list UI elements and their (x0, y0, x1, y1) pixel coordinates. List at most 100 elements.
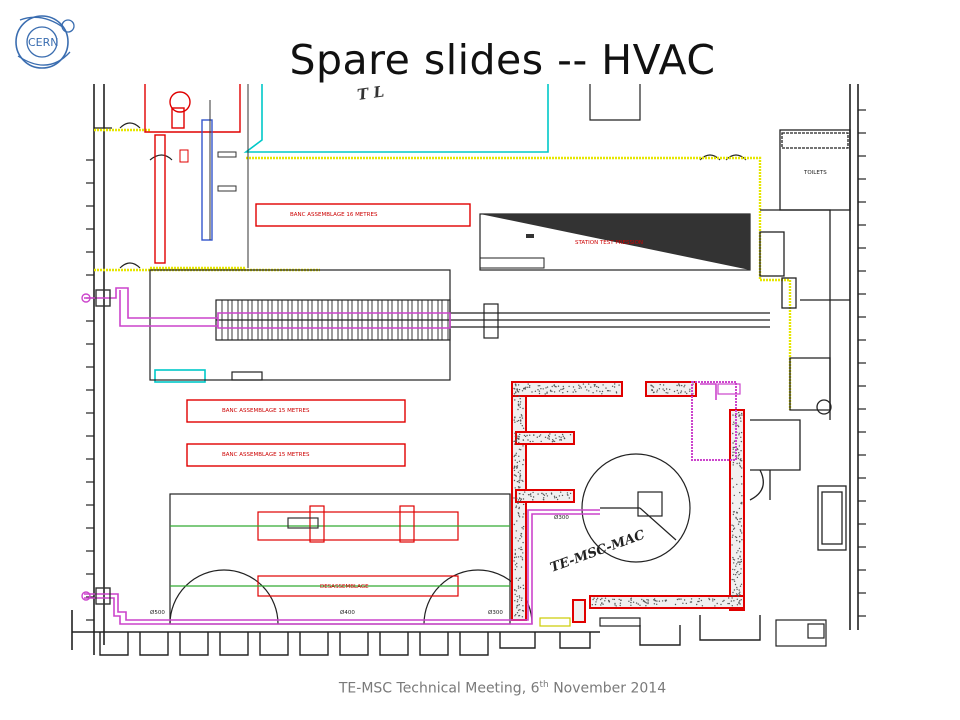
shield-dot (740, 459, 742, 462)
footer-rest: November 2014 (548, 680, 667, 697)
shield-dot (735, 574, 737, 576)
label-banc-mid1: BANC ASSEMBLAGE 15 METRES (222, 408, 310, 414)
shield-dot (736, 483, 738, 486)
shield-dot (733, 559, 736, 561)
shield-dot (517, 599, 519, 601)
shield-dot (520, 548, 522, 551)
shield-dot (540, 388, 542, 390)
shield-dot (514, 465, 516, 468)
shield-dot (592, 392, 594, 394)
shield-dot (526, 434, 528, 437)
wall-ticks-left (86, 159, 94, 621)
shield-dot (517, 499, 520, 501)
lower-test-room (169, 493, 533, 625)
pressure-test-station (479, 213, 751, 271)
shield-dot (733, 595, 735, 597)
label-magnet: TE-MSC-MAC (548, 527, 647, 575)
bench-segment (281, 299, 289, 341)
shield-dot (516, 605, 518, 607)
shield-dot (653, 603, 656, 605)
shield-dot (518, 441, 520, 444)
shield-dot (518, 438, 520, 440)
shield-dot (740, 568, 742, 570)
pump-room (144, 84, 241, 264)
shield-dot (532, 499, 534, 501)
shield-dot (517, 512, 520, 515)
shield-dot (593, 385, 596, 387)
shield-dot (673, 390, 676, 393)
shield-dot (528, 386, 531, 388)
shield-dot (519, 538, 521, 540)
shield-dot (516, 562, 518, 565)
shield-dot (733, 573, 735, 576)
shield-dot (519, 470, 521, 472)
shield-dot (516, 388, 518, 391)
shield-dot (737, 561, 739, 563)
bench-segment (341, 299, 349, 341)
shield-dot (738, 432, 740, 434)
shield-dot (740, 431, 743, 434)
bench-segment (231, 299, 239, 341)
shield-dot (632, 601, 635, 603)
shield-dot (732, 513, 735, 516)
shield-dot (731, 578, 733, 581)
shield-dot (659, 383, 661, 386)
shield-dot (517, 471, 520, 473)
shield-dot (713, 598, 716, 601)
shield-dot (708, 598, 711, 601)
shield-dot (736, 563, 738, 565)
shield-dot (520, 566, 523, 568)
label-toilets: TOILETS (803, 170, 827, 176)
shield-dot (518, 604, 520, 606)
shield-dot (563, 437, 565, 439)
shield-dot (533, 434, 535, 436)
shield-dot (698, 600, 700, 603)
shield-dot (515, 438, 518, 441)
shield-dot (741, 539, 743, 541)
shield-dot (517, 408, 519, 411)
shield-dot (669, 388, 671, 391)
shield-dot (520, 414, 523, 416)
shield-dot (514, 564, 517, 566)
shield-dot (645, 605, 647, 607)
shield-dot (611, 385, 614, 387)
shield-dot (520, 534, 522, 537)
shield-dot (681, 384, 683, 387)
shield-dot (732, 528, 735, 530)
shield-dot (740, 420, 742, 422)
bottom-pillars (99, 615, 761, 656)
shield-dot (514, 549, 516, 551)
shield-dot (739, 585, 742, 587)
shield-dot (572, 391, 574, 393)
shield-dot (605, 387, 607, 389)
shield-dot (514, 421, 516, 423)
shield-dot (514, 440, 516, 442)
misc-fixtures (539, 383, 827, 647)
shield-dot (739, 466, 742, 468)
shield-dot (527, 439, 529, 441)
shield-dot (514, 383, 517, 385)
shield-dot (740, 450, 742, 452)
magenta-room (691, 381, 737, 461)
shield-dot (514, 487, 516, 489)
shield-dot (522, 463, 524, 466)
shield-dot (647, 599, 650, 601)
shield-dot (518, 395, 521, 397)
shield-dot (732, 511, 735, 513)
shield-dot (521, 417, 524, 419)
shield-dot (606, 390, 609, 392)
label-lower-box: DESASSEMBLAGE (320, 584, 369, 590)
bench-segment (381, 299, 389, 341)
shield-dot (646, 599, 648, 601)
shield-dot (518, 493, 521, 495)
shield-dot (602, 603, 604, 605)
shield-dot (519, 479, 521, 481)
shield-dot (519, 477, 521, 479)
shield-dot (553, 495, 556, 497)
shield-dot (520, 498, 522, 500)
shield-dot (543, 497, 545, 499)
shield-dot (522, 516, 524, 518)
shield-dot (514, 459, 516, 461)
shield-dot (520, 555, 522, 558)
shield-dot (614, 604, 616, 606)
